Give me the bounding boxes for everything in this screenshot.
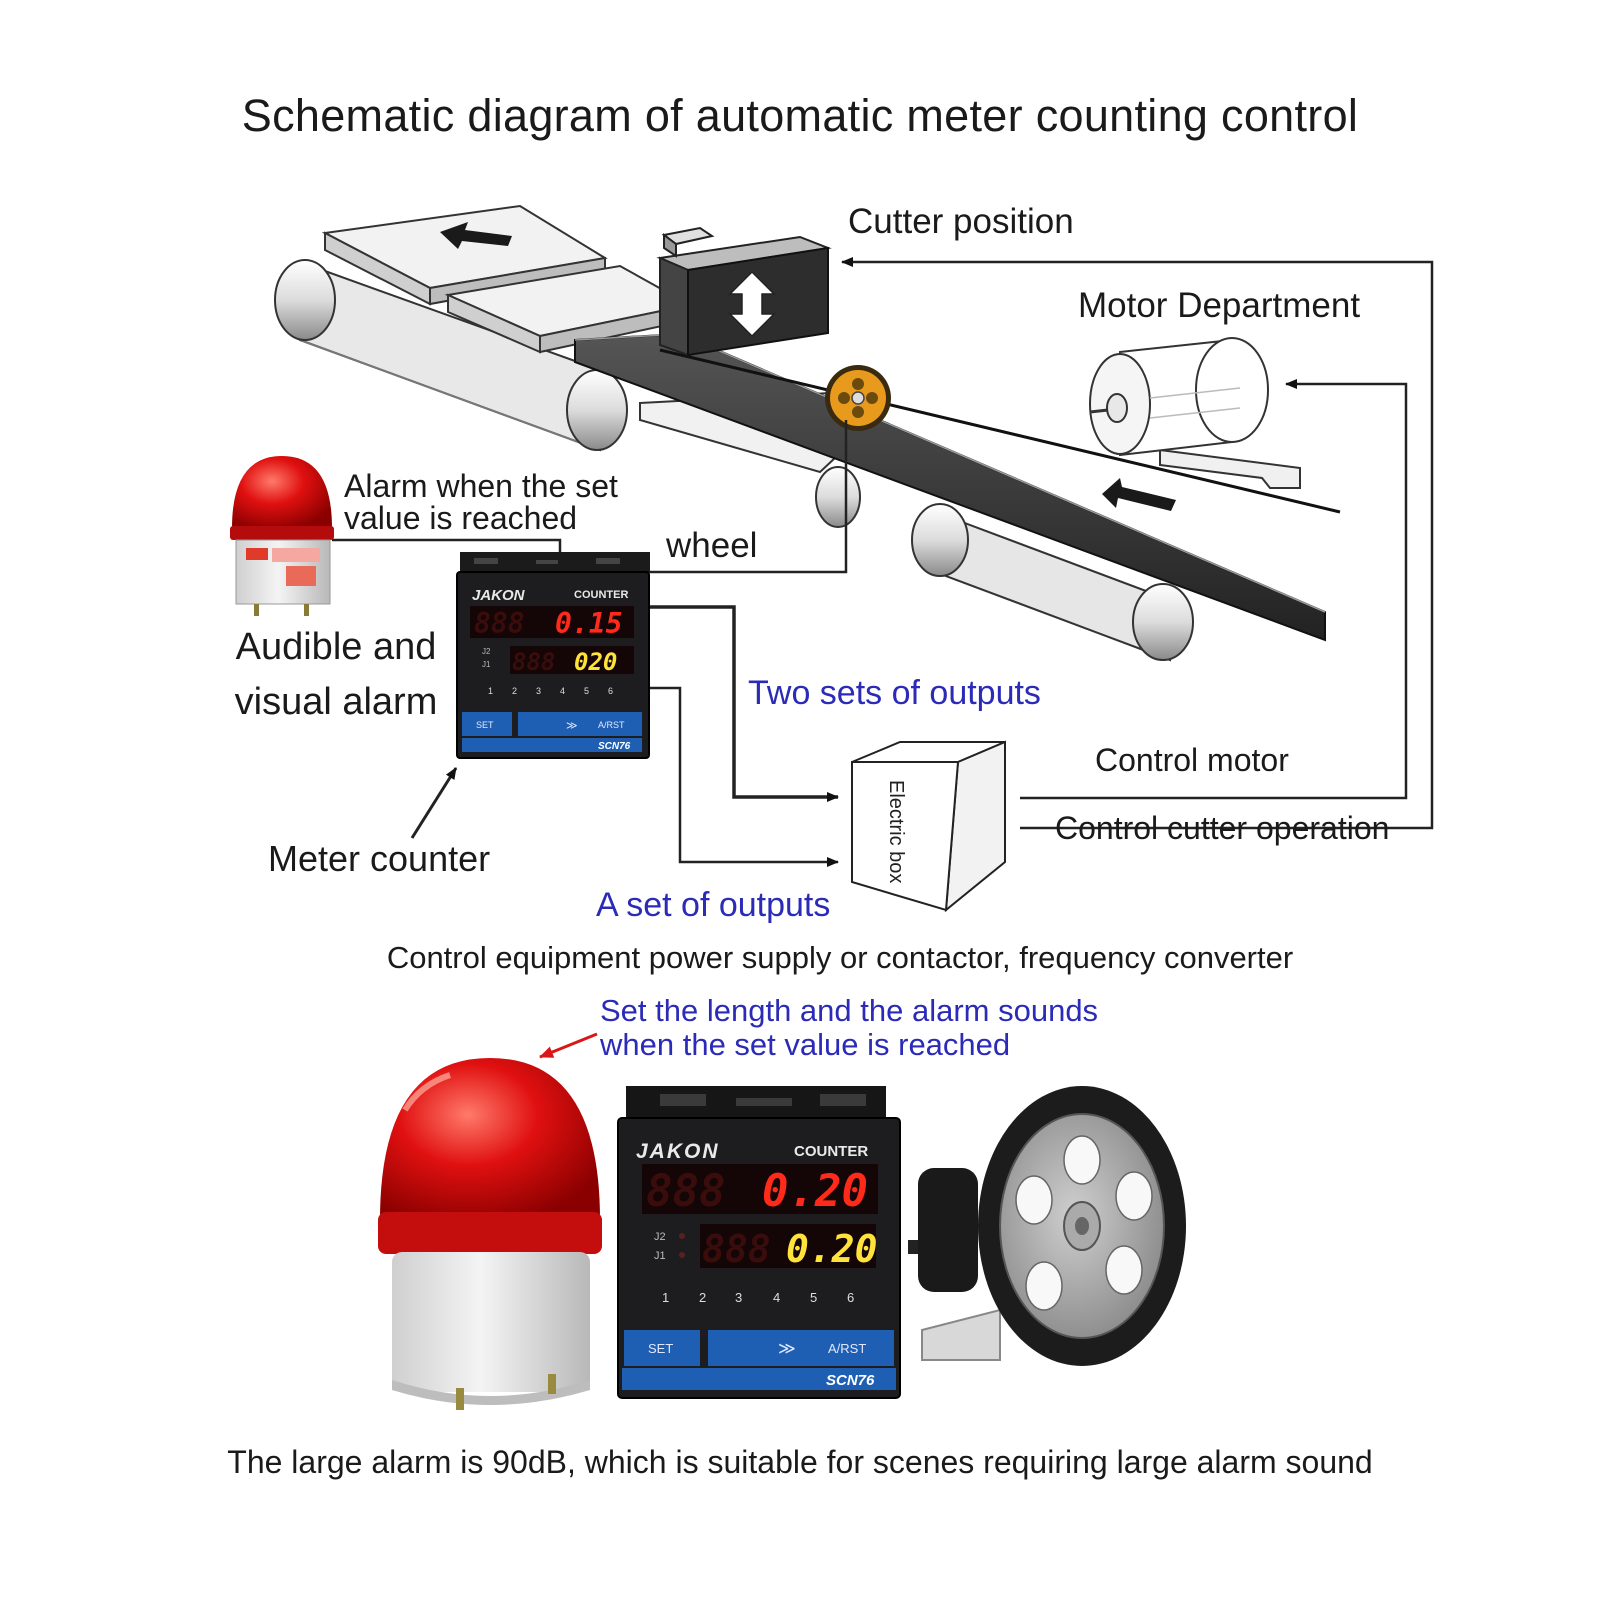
counter-large-set-button[interactable] <box>624 1330 700 1366</box>
svg-text:5: 5 <box>810 1290 817 1305</box>
label-wheel: wheel <box>666 526 758 565</box>
svg-text:4: 4 <box>560 686 565 696</box>
motor <box>1089 337 1301 489</box>
cutter-updown-arrow <box>728 270 776 338</box>
label-control-cutter: Control cutter operation <box>1055 810 1390 846</box>
label-set-length-alarm: Set the length and the alarm sounds when… <box>600 993 1099 1062</box>
counter-large-type: COUNTER <box>794 1143 868 1160</box>
svg-text:3: 3 <box>536 686 541 696</box>
svg-text:888: 888 <box>702 1227 771 1271</box>
label-large-alarm: The large alarm is 90dB, which is suitab… <box>227 1444 1373 1480</box>
roller-main-left <box>911 503 969 577</box>
label-two-sets-outputs: Two sets of outputs <box>748 674 1041 712</box>
svg-text:4: 4 <box>773 1290 780 1305</box>
counter-large-display-top: 0.20 <box>762 1166 868 1217</box>
counter-small-type: COUNTER <box>574 589 628 601</box>
svg-text:3: 3 <box>735 1290 742 1305</box>
label-control-equipment: Control equipment power supply or contac… <box>386 940 1294 975</box>
counter-large-brand: JAKON <box>636 1140 720 1163</box>
svg-text:≫: ≫ <box>566 719 578 732</box>
encoder-wheel <box>908 1086 1186 1366</box>
counter-small-brand: JAKON <box>472 587 526 604</box>
cutter-block <box>656 226 832 357</box>
svg-text:6: 6 <box>608 686 613 696</box>
svg-text:1: 1 <box>488 686 493 696</box>
label-meter-counter: Meter counter <box>268 838 491 879</box>
svg-text:SET: SET <box>648 1341 673 1356</box>
counter-large-j2: J2 <box>654 1231 666 1243</box>
upper-conveyor <box>274 259 628 452</box>
svg-text:A/RST: A/RST <box>598 720 625 730</box>
svg-text:A/RST: A/RST <box>828 1341 866 1356</box>
measuring-wheel <box>825 365 891 431</box>
roller-left-top <box>274 259 336 341</box>
svg-text:888: 888 <box>646 1166 725 1217</box>
svg-text:888: 888 <box>512 648 555 676</box>
alarm-beacon-large <box>378 1058 602 1410</box>
counter-small-display-bottom: 020 <box>574 648 617 676</box>
svg-text:≫: ≫ <box>778 1339 796 1359</box>
svg-text:SET: SET <box>476 720 494 730</box>
counter-large-display-bottom: 0.20 <box>786 1227 878 1271</box>
counter-small-model: SCN76 <box>598 741 631 752</box>
svg-text:2: 2 <box>699 1290 706 1305</box>
roller-main-right <box>1132 583 1194 661</box>
meter-counter-large: JAKON COUNTER 888 0.20 J2 J1 888 0.20 1 … <box>617 1086 901 1399</box>
svg-text:5: 5 <box>584 686 589 696</box>
svg-text:6: 6 <box>847 1290 854 1305</box>
roller-guide <box>815 466 861 528</box>
sheet-direction-arrow <box>440 222 512 249</box>
label-motor-department: Motor Department <box>1078 286 1361 325</box>
label-audible-visual-alarm: Audible and visual alarm <box>234 626 438 723</box>
meter-counter-small: JAKON COUNTER 888 0.15 J2 J1 888 020 1 2… <box>456 552 650 759</box>
label-control-motor: Control motor <box>1095 742 1289 778</box>
counter-large-rst-button[interactable] <box>708 1330 894 1366</box>
counter-large-keys: 1 2 3 4 5 6 <box>662 1290 854 1305</box>
strip-direction-arrow <box>1102 478 1176 511</box>
counter-small-set-button[interactable] <box>462 712 512 736</box>
label-one-set-outputs: A set of outputs <box>596 886 831 924</box>
counter-small-display-top: 0.15 <box>555 607 622 640</box>
svg-text:888: 888 <box>474 607 525 640</box>
cut-sheets <box>321 204 693 354</box>
roller-left-bottom <box>566 369 628 451</box>
svg-text:2: 2 <box>512 686 517 696</box>
svg-text:1: 1 <box>662 1290 669 1305</box>
electric-box-label: Electric box <box>885 780 907 883</box>
counter-small-j1: J1 <box>482 660 491 669</box>
counter-small-j2: J2 <box>482 647 491 656</box>
counter-small-keys: 1 2 3 4 5 6 <box>488 686 613 696</box>
label-alarm-when-set: Alarm when the set value is reached <box>344 468 618 536</box>
counter-small-rst-button[interactable] <box>518 712 642 736</box>
label-cutter-position: Cutter position <box>848 202 1074 241</box>
counter-large-model: SCN76 <box>826 1372 875 1389</box>
alarm-beacon-small <box>230 456 334 616</box>
counter-large-j1: J1 <box>654 1250 666 1262</box>
page-title: Schematic diagram of automatic meter cou… <box>241 90 1359 141</box>
electric-box: Electric box <box>851 740 1006 913</box>
